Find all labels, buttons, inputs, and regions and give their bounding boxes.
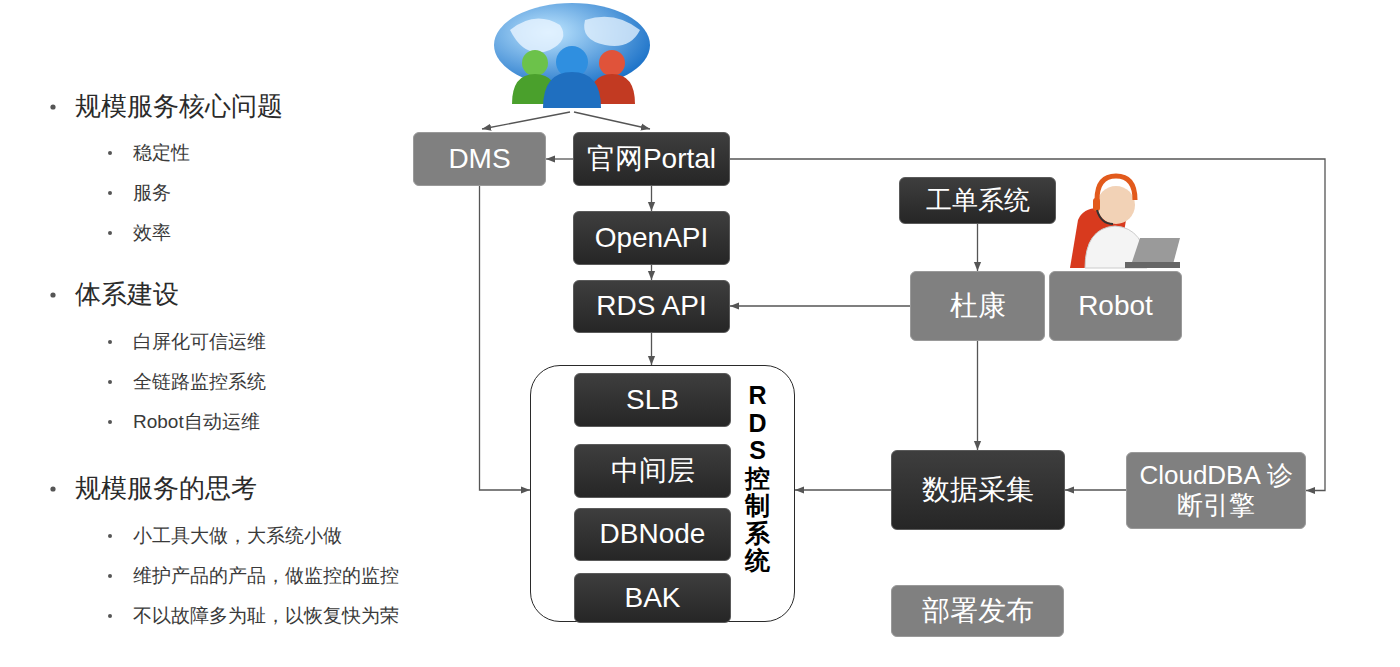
control-system-frame: RDS 控制系统 SLB 中间层 DBNodeBAK [530, 365, 795, 622]
system-box: DMS [413, 132, 546, 186]
bullet-item: 效率 [133, 222, 171, 245]
bullet-item: 白屏化可信运维 [133, 331, 266, 354]
engine-box: CloudDBA 诊断引擎 [1126, 452, 1306, 529]
bullet-dots [50, 104, 112, 618]
box-label: DBNode [600, 518, 706, 550]
bullet-item: 稳定性 [133, 142, 190, 165]
box-label: Robot [1078, 290, 1153, 322]
box-label: 部署发布 [922, 595, 1034, 627]
deploy-box: 部署发布 [891, 585, 1064, 637]
connector-arrow [651, 333, 652, 365]
connector-arrow [977, 224, 978, 271]
box-label: SLB [626, 384, 679, 416]
system-box: 工单系统 [899, 177, 1056, 224]
box-label: DMS [448, 143, 510, 175]
section-heading: 体系建设 [75, 279, 179, 310]
frame-title: RDS 控制系统 [745, 382, 770, 575]
bullet-item: 服务 [133, 182, 171, 205]
box-label: CloudDBA 诊断引擎 [1127, 461, 1305, 521]
box-label: 中间层 [611, 455, 695, 487]
box-label: 杜康 [950, 290, 1006, 322]
connector-arrow [1065, 489, 1126, 490]
connector-arrow [651, 186, 652, 211]
section-heading: 规模服务的思考 [75, 473, 257, 504]
user-leader-lines [482, 112, 650, 129]
api-box: RDS API [573, 280, 730, 333]
bullet-item: 维护产品的产品，做监控的监控 [133, 565, 399, 588]
box-label: OpenAPI [595, 222, 709, 254]
box-label: RDS API [596, 290, 706, 322]
api-box: OpenAPI [573, 211, 730, 265]
users-globe [494, 3, 650, 108]
component-box: BAK [574, 573, 731, 623]
box-label: 官网Portal [587, 143, 716, 175]
operator-figure [1070, 176, 1180, 268]
connector-arrow [546, 158, 573, 159]
component-box: SLB [574, 373, 731, 427]
bullet-item: 全链路监控系统 [133, 371, 266, 394]
bullet-item: Robot自动运维 [133, 411, 260, 434]
box-label: 工单系统 [926, 186, 1030, 216]
box-label: BAK [624, 582, 680, 614]
connector-arrow [977, 341, 978, 450]
box-label: 数据采集 [922, 474, 1034, 506]
system-box: Robot [1049, 271, 1182, 341]
bullet-item: 不以故障多为耻，以恢复快为荣 [133, 605, 399, 628]
collector-box: 数据采集 [891, 450, 1065, 530]
component-box: DBNode [574, 508, 731, 561]
connector-arrow [795, 489, 891, 490]
connector-arrow [730, 159, 1325, 491]
component-box: 中间层 [574, 444, 731, 498]
connector-arrow [480, 186, 531, 490]
portal-box: 官网Portal [573, 132, 730, 186]
bullet-item: 小工具大做，大系统小做 [133, 525, 342, 548]
section-heading: 规模服务核心问题 [75, 91, 283, 122]
connector-arrow [651, 265, 652, 280]
connector-arrow [730, 305, 910, 306]
system-box: 杜康 [910, 271, 1045, 341]
